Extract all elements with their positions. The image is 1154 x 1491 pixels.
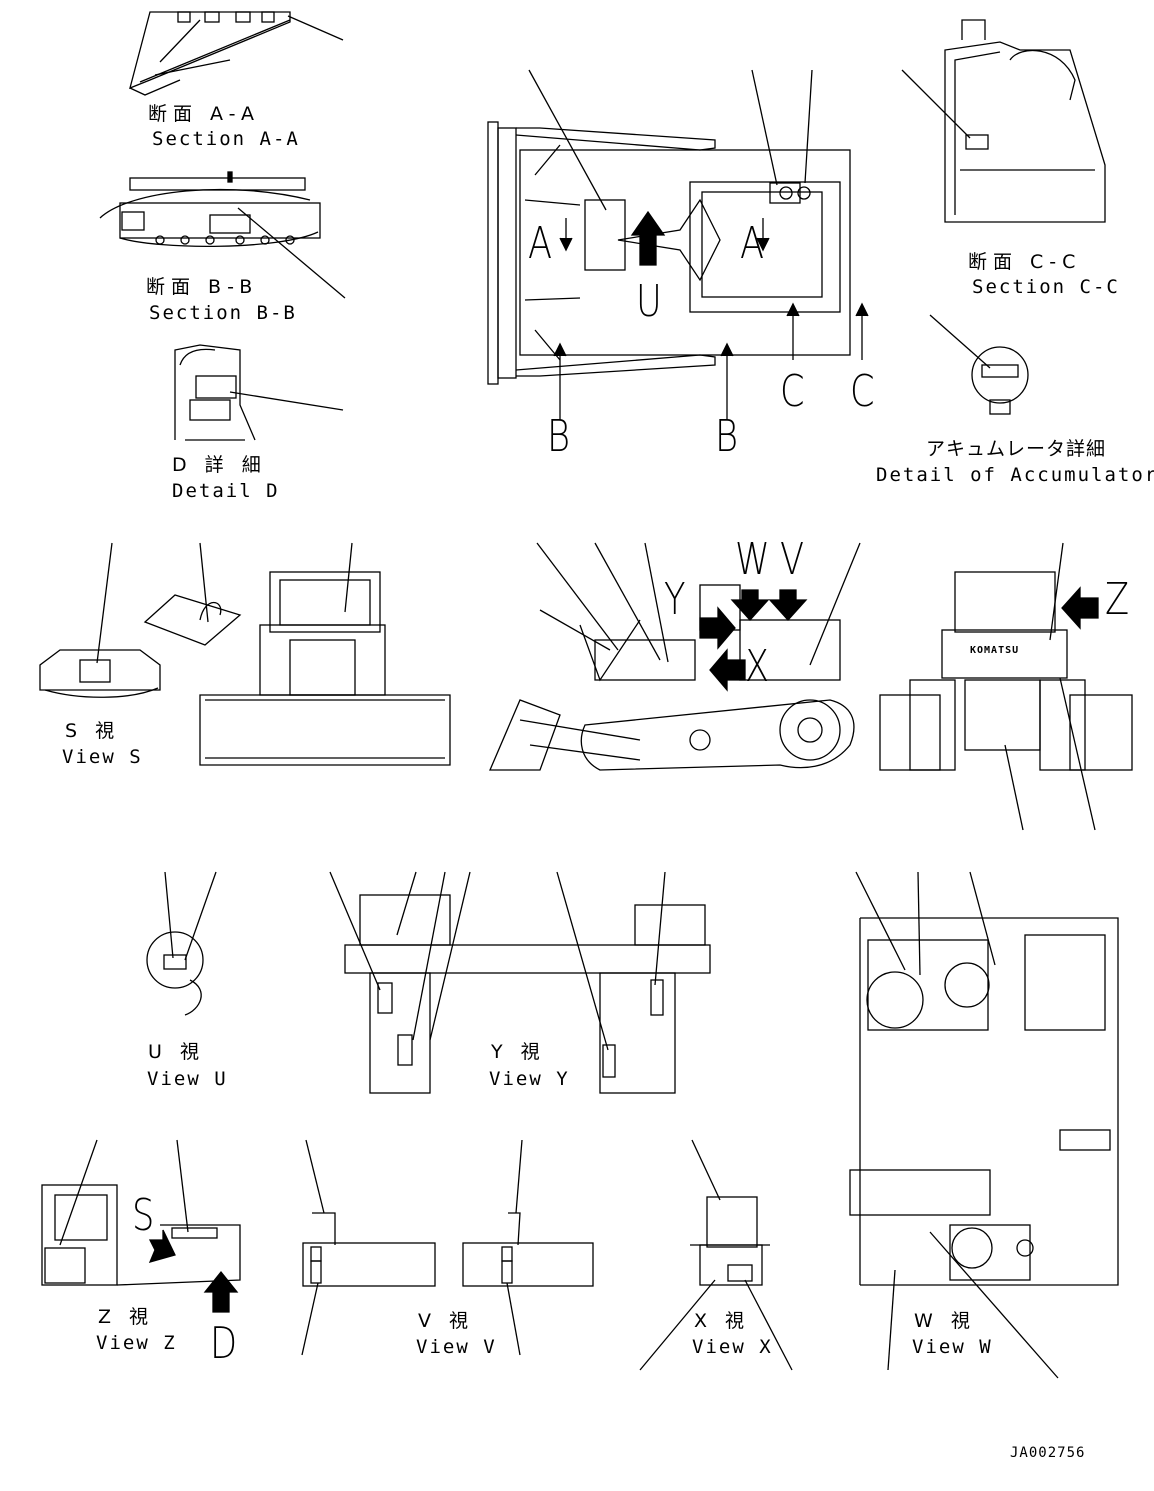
- marker-b-left: B: [547, 411, 571, 462]
- leader-line: [804, 69, 813, 184]
- leader-line: [654, 871, 666, 986]
- detail-d-drawing: [174, 344, 344, 441]
- marker-s: S: [132, 1190, 155, 1241]
- section-aa-title: 断面 A-A: [148, 103, 261, 125]
- view-z-drawing: [41, 1139, 241, 1313]
- leader-line: [176, 1139, 189, 1233]
- leader-line: [164, 871, 174, 959]
- view-w-drawing: [849, 871, 1119, 1379]
- view-u-drawing: [146, 871, 217, 1016]
- drawing-code: JA002756: [1010, 1445, 1086, 1461]
- leader-line: [528, 69, 607, 211]
- view-y-title: Y 視: [491, 1041, 546, 1063]
- marker-b-right: B: [715, 411, 739, 462]
- view-z-subtitle: View Z: [96, 1332, 177, 1354]
- komatsu-logo: KOMATSU: [970, 645, 1020, 656]
- leader-line: [969, 871, 996, 966]
- view-x-subtitle: View X: [692, 1336, 773, 1358]
- leader-line: [305, 1139, 325, 1214]
- leader-line: [901, 69, 971, 139]
- leader-line: [184, 871, 217, 961]
- leader-line: [929, 1231, 1059, 1379]
- top-plan-view-drawing: [487, 69, 869, 420]
- view-z-title: Z 視: [98, 1306, 155, 1328]
- marker-v: V: [780, 534, 805, 585]
- leader-line: [229, 391, 344, 411]
- view-v-drawing: [301, 1139, 594, 1356]
- marker-y: Y: [664, 574, 686, 625]
- leader-line: [744, 1279, 793, 1371]
- view-s-subtitle: View S: [62, 746, 143, 768]
- leader-line: [536, 542, 619, 651]
- section-bb-title: 断面 B-B: [146, 276, 259, 298]
- section-bb-drawing: [99, 171, 346, 299]
- leader-line: [515, 1139, 523, 1214]
- view-y-drawing: [329, 871, 711, 1094]
- leader-line: [644, 542, 669, 663]
- marker-c-left: C: [780, 366, 805, 417]
- marker-a-left: A: [528, 218, 553, 269]
- leader-line: [594, 542, 661, 661]
- leader-line: [691, 1139, 721, 1201]
- view-v-subtitle: View V: [416, 1336, 497, 1358]
- section-aa-subtitle: Section A-A: [152, 128, 300, 150]
- leader-line: [929, 314, 991, 369]
- section-cc-subtitle: Section C-C: [972, 276, 1120, 298]
- leader-line: [917, 871, 921, 976]
- accumulator-subtitle: Detail of Accumulator: [876, 464, 1154, 486]
- leader-line: [59, 1139, 98, 1246]
- leader-line: [639, 1279, 716, 1371]
- side-view-drawing: [489, 542, 861, 771]
- view-u-subtitle: View U: [147, 1068, 228, 1090]
- view-w-subtitle: View W: [912, 1336, 993, 1358]
- marker-c-right: C: [850, 366, 875, 417]
- leader-line: [412, 871, 446, 1041]
- leader-line: [396, 871, 417, 936]
- leader-line: [96, 542, 113, 664]
- leader-line: [506, 1282, 521, 1356]
- view-w-title: W 視: [914, 1310, 976, 1332]
- leader-line: [887, 1269, 896, 1371]
- leader-line: [751, 69, 778, 186]
- view-s-drawing: [39, 542, 242, 698]
- leader-line: [199, 542, 209, 623]
- leader-line: [237, 207, 346, 299]
- leader-line: [301, 1282, 319, 1356]
- marker-x: X: [745, 641, 770, 692]
- view-v-title: V 視: [418, 1310, 475, 1332]
- rear-view-drawing: [879, 542, 1133, 831]
- section-cc-title: 断面 C-C: [968, 251, 1082, 273]
- marker-a-right: A: [740, 218, 765, 269]
- marker-w: W: [735, 534, 770, 585]
- view-s-title: S 視: [65, 720, 121, 742]
- view-direction-arrow-icon: [630, 210, 666, 266]
- detail-d-title: D 詳 細: [172, 454, 267, 476]
- view-x-drawing: [639, 1139, 793, 1371]
- section-cc-drawing: [901, 19, 1106, 223]
- leader-line: [1049, 542, 1064, 641]
- detail-d-subtitle: Detail D: [172, 480, 280, 502]
- view-x-title: X 視: [694, 1310, 751, 1332]
- view-y-subtitle: View Y: [489, 1068, 570, 1090]
- section-bb-subtitle: Section B-B: [149, 302, 297, 324]
- leader-line: [429, 871, 471, 1041]
- accumulator-drawing: [929, 314, 1029, 415]
- leader-line: [1004, 744, 1024, 831]
- leader-line: [556, 871, 609, 1051]
- leader-line: [539, 609, 611, 651]
- leader-line: [344, 542, 353, 613]
- accumulator-title: アキュムレータ詳細: [926, 438, 1107, 460]
- marker-z: Z: [1105, 574, 1130, 625]
- leader-line: [809, 542, 861, 666]
- leader-line: [1059, 677, 1096, 831]
- front-view-drawing: [199, 542, 451, 766]
- section-aa-drawing: [129, 11, 344, 96]
- leader-line: [855, 871, 906, 971]
- marker-u: U: [636, 276, 662, 327]
- leader-line: [287, 15, 344, 41]
- view-u-title: U 視: [148, 1041, 205, 1063]
- leader-line: [329, 871, 381, 991]
- marker-d: D: [210, 1318, 238, 1369]
